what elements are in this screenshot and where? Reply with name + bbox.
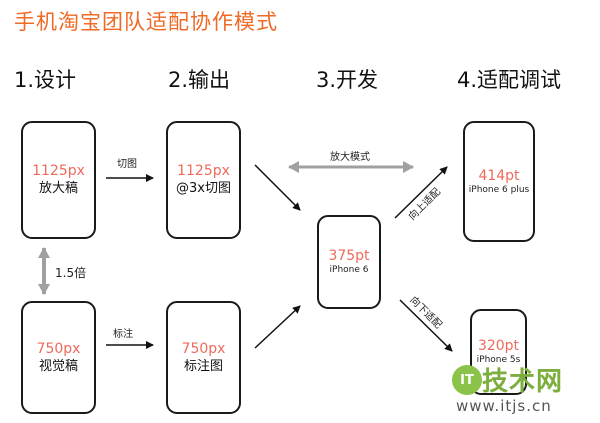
- phone-label: @3x切图: [176, 181, 231, 196]
- phone-label: iPhone 5s: [476, 355, 521, 365]
- phone-size: 750px: [181, 340, 226, 357]
- phone-label: 放大稿: [38, 181, 78, 196]
- watermark-url: www.itjs.cn: [456, 397, 552, 415]
- phone-output-bottom: 750px 标注图: [166, 301, 241, 414]
- phone-size: 320pt: [477, 338, 520, 354]
- phone-design-top: 1125px 放大稿: [21, 121, 96, 239]
- arrow-output-top-to-develop: [254, 164, 301, 211]
- watermark: IT 技术网 www.itjs.cn: [442, 359, 592, 419]
- phone-size: 750px: [36, 340, 81, 357]
- page-title: 手机淘宝团队适配协作模式: [14, 10, 278, 34]
- watermark-logo: IT: [452, 365, 482, 395]
- phone-design-bottom: 750px 视觉稿: [21, 301, 96, 414]
- phone-size: 1125px: [32, 163, 85, 179]
- step-develop-heading: 3.开发: [316, 68, 379, 92]
- label-zoom-mode: 放大模式: [330, 152, 370, 163]
- phone-label: 标注图: [183, 358, 223, 374]
- watermark-name: 技术网: [482, 367, 564, 397]
- label-scale: 1.5倍: [55, 266, 87, 280]
- phone-adapt-top: 414pt iPhone 6 plus: [463, 121, 535, 242]
- step-design-heading: 1.设计: [14, 68, 77, 92]
- label-slice: 切图: [117, 159, 137, 170]
- step-adapt-heading: 4.适配调试: [457, 68, 562, 92]
- arrow-adapt-down: [399, 299, 453, 352]
- label-mark: 标注: [113, 329, 133, 340]
- phone-size: 1125px: [177, 163, 230, 179]
- phone-label: 视觉稿: [38, 358, 78, 374]
- arrow-adapt-up: [394, 166, 448, 219]
- phone-label: iPhone 6 plus: [468, 184, 530, 195]
- phone-size: 414pt: [478, 167, 520, 184]
- step-output-heading: 2.输出: [168, 68, 231, 92]
- phone-output-top: 1125px @3x切图: [166, 121, 241, 239]
- phone-adapt-bottom: 320pt iPhone 5s: [470, 309, 527, 395]
- phone-develop: 375pt iPhone 6: [317, 215, 381, 309]
- phone-label: iPhone 6: [329, 265, 369, 275]
- arrow-output-bottom-to-develop: [254, 305, 301, 349]
- phone-size: 375pt: [328, 248, 370, 264]
